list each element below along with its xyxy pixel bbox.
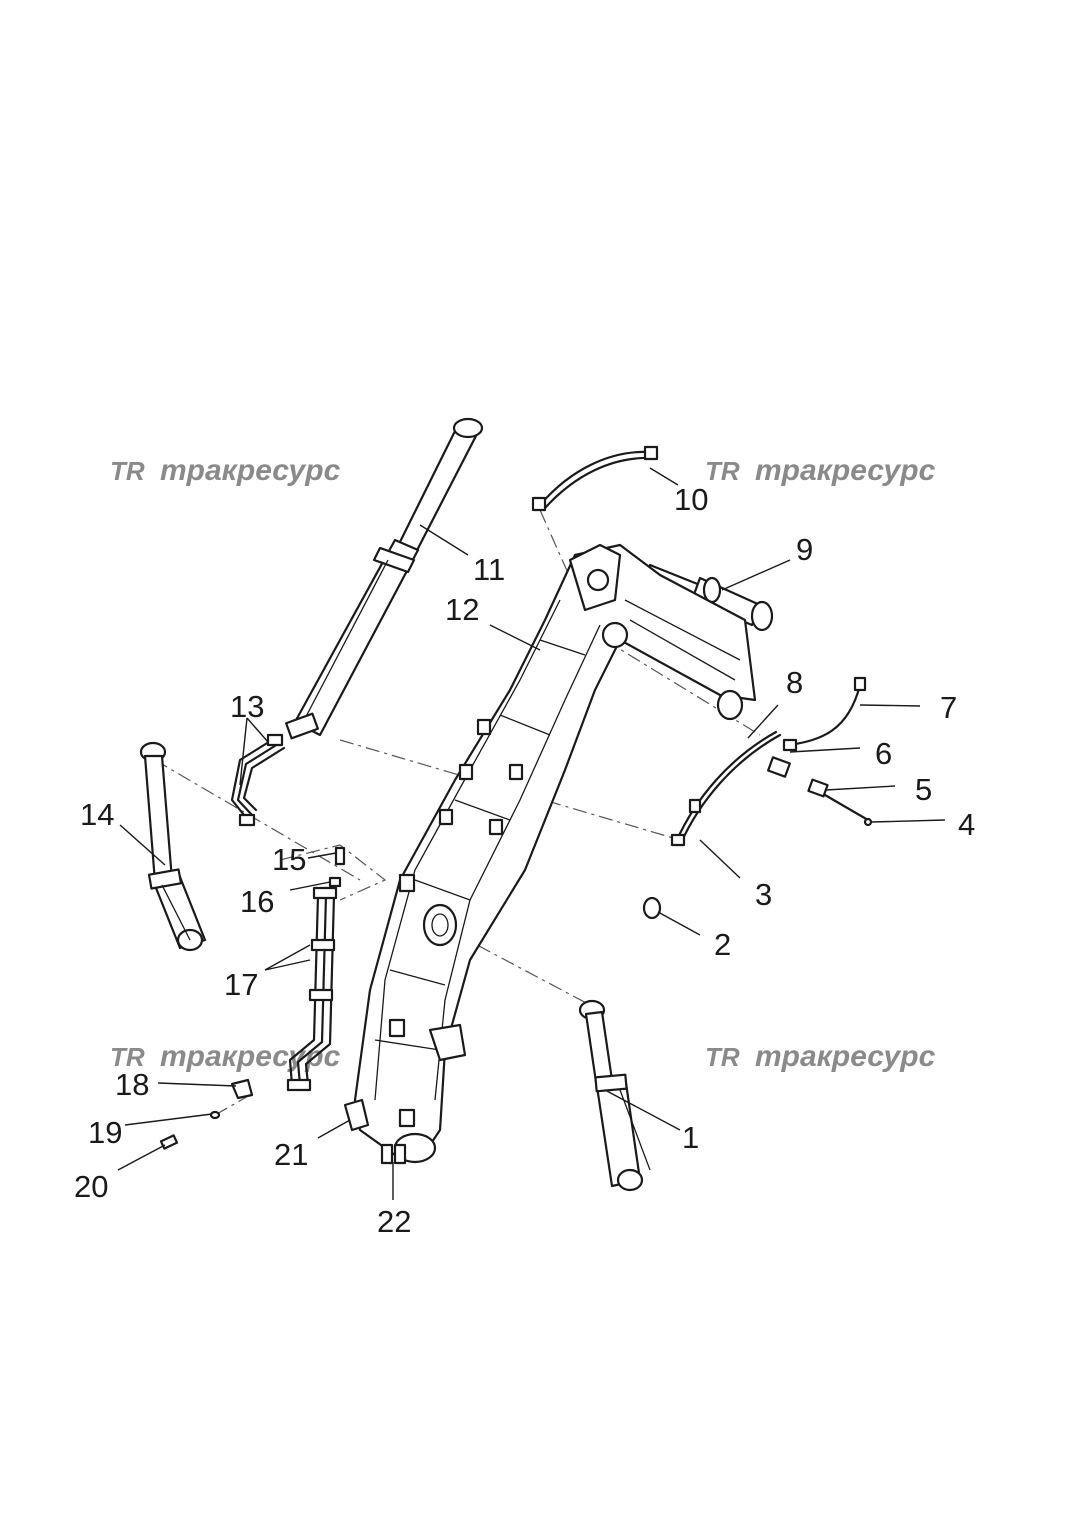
watermark-text: тракресурс (160, 454, 341, 487)
boom-cylinder-right (578, 999, 651, 1192)
pipe-set-upper (230, 733, 286, 827)
clamp-18 (230, 1078, 254, 1100)
callout-10: 10 (674, 482, 708, 517)
boom-cylinder-upper (285, 417, 484, 740)
callout-9: 9 (796, 532, 813, 567)
washer-19 (209, 1110, 221, 1120)
callout-5: 5 (915, 772, 932, 807)
watermark-text: тракресурс (160, 1040, 341, 1073)
boom-body (353, 543, 757, 1164)
leader-lines (117, 467, 946, 1200)
callout-15: 15 (272, 842, 306, 877)
callout-14: 14 (80, 797, 114, 832)
callout-22: 22 (377, 1204, 411, 1239)
watermark-logo: TR (705, 456, 740, 486)
callout-17: 17 (224, 967, 258, 1002)
fitting-16 (328, 876, 342, 888)
callout-16: 16 (240, 884, 274, 919)
callout-19: 19 (88, 1115, 122, 1150)
clamp-block (767, 756, 791, 778)
callout-numbers: 1 2 3 4 5 6 7 8 9 10 11 12 13 14 15 16 1… (74, 482, 975, 1239)
fittings-22 (380, 1143, 407, 1165)
boom-cylinder-left (139, 741, 207, 952)
bracket-21 (343, 1098, 370, 1132)
callout-3: 3 (755, 877, 772, 912)
watermark-top-right: TR тракресурс (705, 454, 936, 487)
callout-1: 1 (682, 1120, 699, 1155)
callout-8: 8 (786, 665, 803, 700)
callout-6: 6 (875, 736, 892, 771)
callout-20: 20 (74, 1169, 108, 1204)
callout-18: 18 (115, 1067, 149, 1102)
callout-21: 21 (274, 1137, 308, 1172)
callout-2: 2 (714, 927, 731, 962)
o-ring (642, 896, 662, 920)
watermark-text: тракресурс (755, 1040, 936, 1073)
watermark-logo: TR (110, 1042, 145, 1072)
callout-4: 4 (958, 807, 975, 842)
bolt (823, 793, 873, 827)
pipe-set-lower (286, 886, 338, 1092)
callout-13: 13 (230, 689, 264, 724)
watermark-logo: TR (110, 456, 145, 486)
watermark-text: тракресурс (755, 454, 936, 487)
callout-11: 11 (473, 552, 505, 587)
watermark-logo: TR (705, 1042, 740, 1072)
clamp-plate (807, 778, 829, 798)
watermark-bottom-left: TR тракресурс (110, 1040, 341, 1073)
watermark-bottom-right: TR тракресурс (705, 1040, 936, 1073)
fitting-15 (334, 846, 346, 866)
callout-12: 12 (445, 592, 479, 627)
watermark-top-left: TR тракресурс (110, 454, 341, 487)
hose-small (782, 676, 867, 752)
callout-7: 7 (940, 690, 957, 725)
hose-upper (531, 445, 659, 512)
hose-right (670, 730, 782, 847)
